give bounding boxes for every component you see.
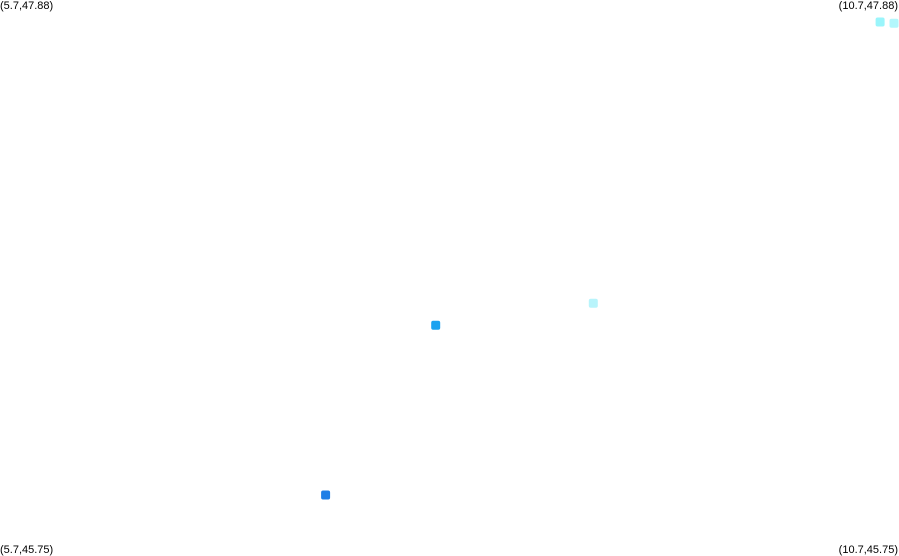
corner-label-top-right: (10.7,47.88) <box>838 0 898 12</box>
map-marker-3 <box>588 298 598 308</box>
map-marker-5 <box>321 490 331 500</box>
map-marker-4 <box>431 320 441 330</box>
map-marker-2 <box>889 18 899 28</box>
corner-label-top-left: (5.7,47.88) <box>0 0 54 12</box>
map-marker-1 <box>875 17 885 27</box>
